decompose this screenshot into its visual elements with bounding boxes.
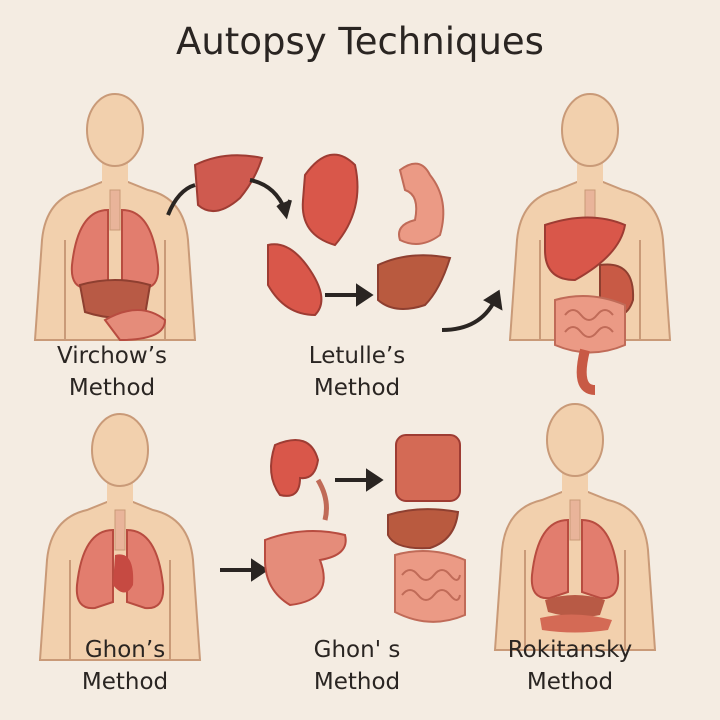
label-line: Ghon’s — [84, 637, 166, 663]
arrows — [166, 178, 503, 582]
ghon-figure — [39, 413, 201, 661]
letulle-organs — [193, 153, 452, 317]
ghon-organs — [264, 434, 466, 623]
rokitansky-figure — [494, 403, 656, 651]
page-title: Autopsy Techniques — [176, 20, 544, 63]
label-line: Letulle’s — [308, 343, 406, 369]
label-line: Method — [313, 669, 401, 695]
letulle-figure — [509, 93, 671, 395]
virchow-figure — [34, 93, 196, 342]
label-line: Virchow’s — [57, 343, 167, 369]
label-line: Method — [313, 375, 401, 401]
label-line: Method — [68, 375, 156, 401]
label-line: Method — [81, 669, 169, 695]
method-label-ghon-2: Ghon' s Method — [257, 634, 457, 698]
label-line: Ghon' s — [313, 637, 401, 663]
label-line: Rokitansky — [507, 637, 633, 663]
label-line: Method — [526, 669, 614, 695]
